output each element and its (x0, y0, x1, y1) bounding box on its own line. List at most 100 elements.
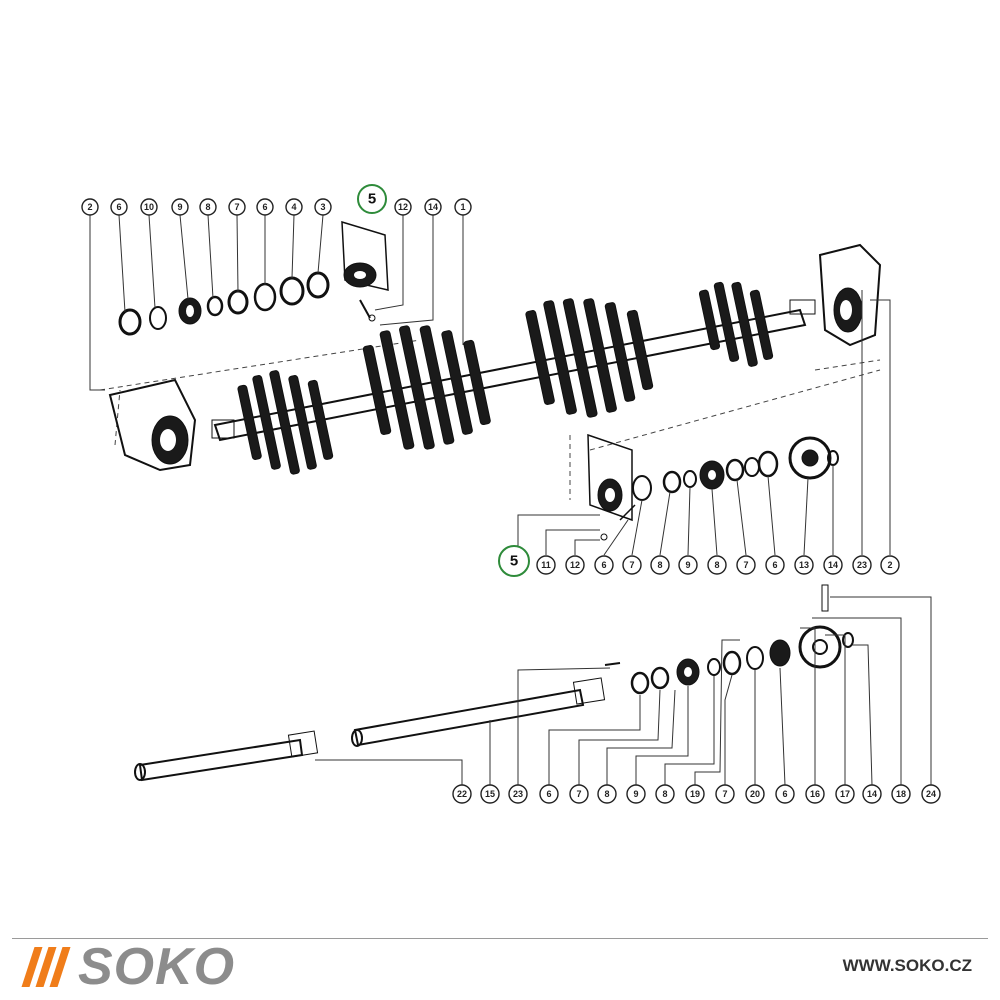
svg-text:14: 14 (828, 560, 838, 570)
svg-text:6: 6 (546, 789, 551, 799)
callout: 16 (805, 784, 825, 804)
svg-text:14: 14 (428, 202, 438, 212)
callout: 6 (765, 555, 785, 575)
callout: 7 (228, 198, 246, 216)
svg-text:8: 8 (604, 789, 609, 799)
tine-cluster-3 (525, 298, 654, 418)
callout: 13 (794, 555, 814, 575)
svg-text:9: 9 (177, 202, 182, 212)
svg-text:23: 23 (513, 789, 523, 799)
callout: 9 (171, 198, 189, 216)
bars-logo-icon (21, 947, 71, 987)
brand-name: SOKO (78, 938, 236, 996)
callout: 2 (81, 198, 99, 216)
svg-text:6: 6 (772, 560, 777, 570)
callout: 9 (678, 555, 698, 575)
callout: 24 (921, 784, 941, 804)
callout: 23 (852, 555, 872, 575)
svg-text:11: 11 (541, 560, 551, 570)
callout: 11 (536, 555, 556, 575)
svg-text:5: 5 (368, 191, 376, 208)
callout: 17 (835, 784, 855, 804)
callout: 23 (508, 784, 528, 804)
svg-text:20: 20 (750, 789, 760, 799)
callout: 2 (880, 555, 900, 575)
callout: 6 (539, 784, 559, 804)
svg-text:9: 9 (685, 560, 690, 570)
tine-cluster-4 (698, 281, 774, 367)
svg-text:19: 19 (690, 789, 700, 799)
svg-text:6: 6 (116, 202, 121, 212)
callout: 8 (597, 784, 617, 804)
svg-text:2: 2 (87, 202, 92, 212)
callout: 3 (314, 198, 332, 216)
svg-text:10: 10 (144, 202, 154, 212)
tine-cluster-2 (362, 325, 491, 450)
svg-text:9: 9 (633, 789, 638, 799)
svg-text:4: 4 (291, 202, 296, 212)
callout: 6 (594, 555, 614, 575)
svg-text:8: 8 (205, 202, 210, 212)
callout: 18 (891, 784, 911, 804)
callout: 7 (622, 555, 642, 575)
svg-text:6: 6 (782, 789, 787, 799)
highlight-callout-top[interactable]: 5 (357, 184, 387, 214)
svg-text:18: 18 (896, 789, 906, 799)
callout: 8 (707, 555, 727, 575)
callout: 12 (394, 198, 412, 216)
svg-text:24: 24 (926, 789, 936, 799)
callouts-bottom: 22 15 23 6 7 8 9 8 19 7 20 6 16 17 14 18… (452, 784, 941, 804)
svg-text:8: 8 (714, 560, 719, 570)
svg-text:23: 23 (857, 560, 867, 570)
callout: 8 (655, 784, 675, 804)
callout: 6 (775, 784, 795, 804)
callout: 7 (569, 784, 589, 804)
svg-text:13: 13 (799, 560, 809, 570)
rotor-shaft-assembly (99, 243, 882, 500)
top-bearing-parts (89, 214, 464, 391)
highlight-callout-right[interactable]: 5 (498, 545, 530, 577)
svg-text:6: 6 (601, 560, 606, 570)
callout: 6 (110, 198, 128, 216)
callout: 8 (650, 555, 670, 575)
svg-text:8: 8 (657, 560, 662, 570)
tine-cluster-1 (237, 370, 334, 475)
callout: 22 (452, 784, 472, 804)
svg-text:22: 22 (457, 789, 467, 799)
website-link[interactable]: WWW.SOKO.CZ (842, 956, 972, 975)
callouts-top: 2 6 10 9 8 7 6 4 3 12 14 1 (81, 198, 472, 216)
callout: 10 (140, 198, 158, 216)
callout: 14 (862, 784, 882, 804)
brand-logo[interactable]: SOKO (21, 938, 236, 996)
exploded-parts-diagram: 2 6 10 9 8 7 6 4 3 12 14 1 11 12 6 7 8 9… (81, 184, 941, 804)
svg-text:7: 7 (743, 560, 748, 570)
footer-divider (12, 938, 988, 939)
callout: 4 (285, 198, 303, 216)
svg-text:15: 15 (485, 789, 495, 799)
svg-text:2: 2 (887, 560, 892, 570)
callout: 7 (715, 784, 735, 804)
svg-text:7: 7 (722, 789, 727, 799)
svg-text:16: 16 (810, 789, 820, 799)
svg-text:6: 6 (262, 202, 267, 212)
svg-text:7: 7 (629, 560, 634, 570)
callout: 14 (424, 198, 442, 216)
svg-text:7: 7 (576, 789, 581, 799)
svg-text:8: 8 (662, 789, 667, 799)
svg-text:3: 3 (320, 202, 325, 212)
callout: 20 (745, 784, 765, 804)
callout: 15 (480, 784, 500, 804)
svg-text:14: 14 (867, 789, 877, 799)
right-bearing-group (517, 290, 891, 556)
svg-text:12: 12 (570, 560, 580, 570)
callouts-right-group: 11 12 6 7 8 9 8 7 6 13 14 23 2 (536, 555, 900, 575)
svg-text:1: 1 (460, 202, 465, 212)
svg-text:12: 12 (398, 202, 408, 212)
callout: 9 (626, 784, 646, 804)
callout: 19 (685, 784, 705, 804)
callout: 7 (736, 555, 756, 575)
svg-text:7: 7 (234, 202, 239, 212)
callout: 12 (565, 555, 585, 575)
callout: 8 (199, 198, 217, 216)
svg-text:17: 17 (840, 789, 850, 799)
